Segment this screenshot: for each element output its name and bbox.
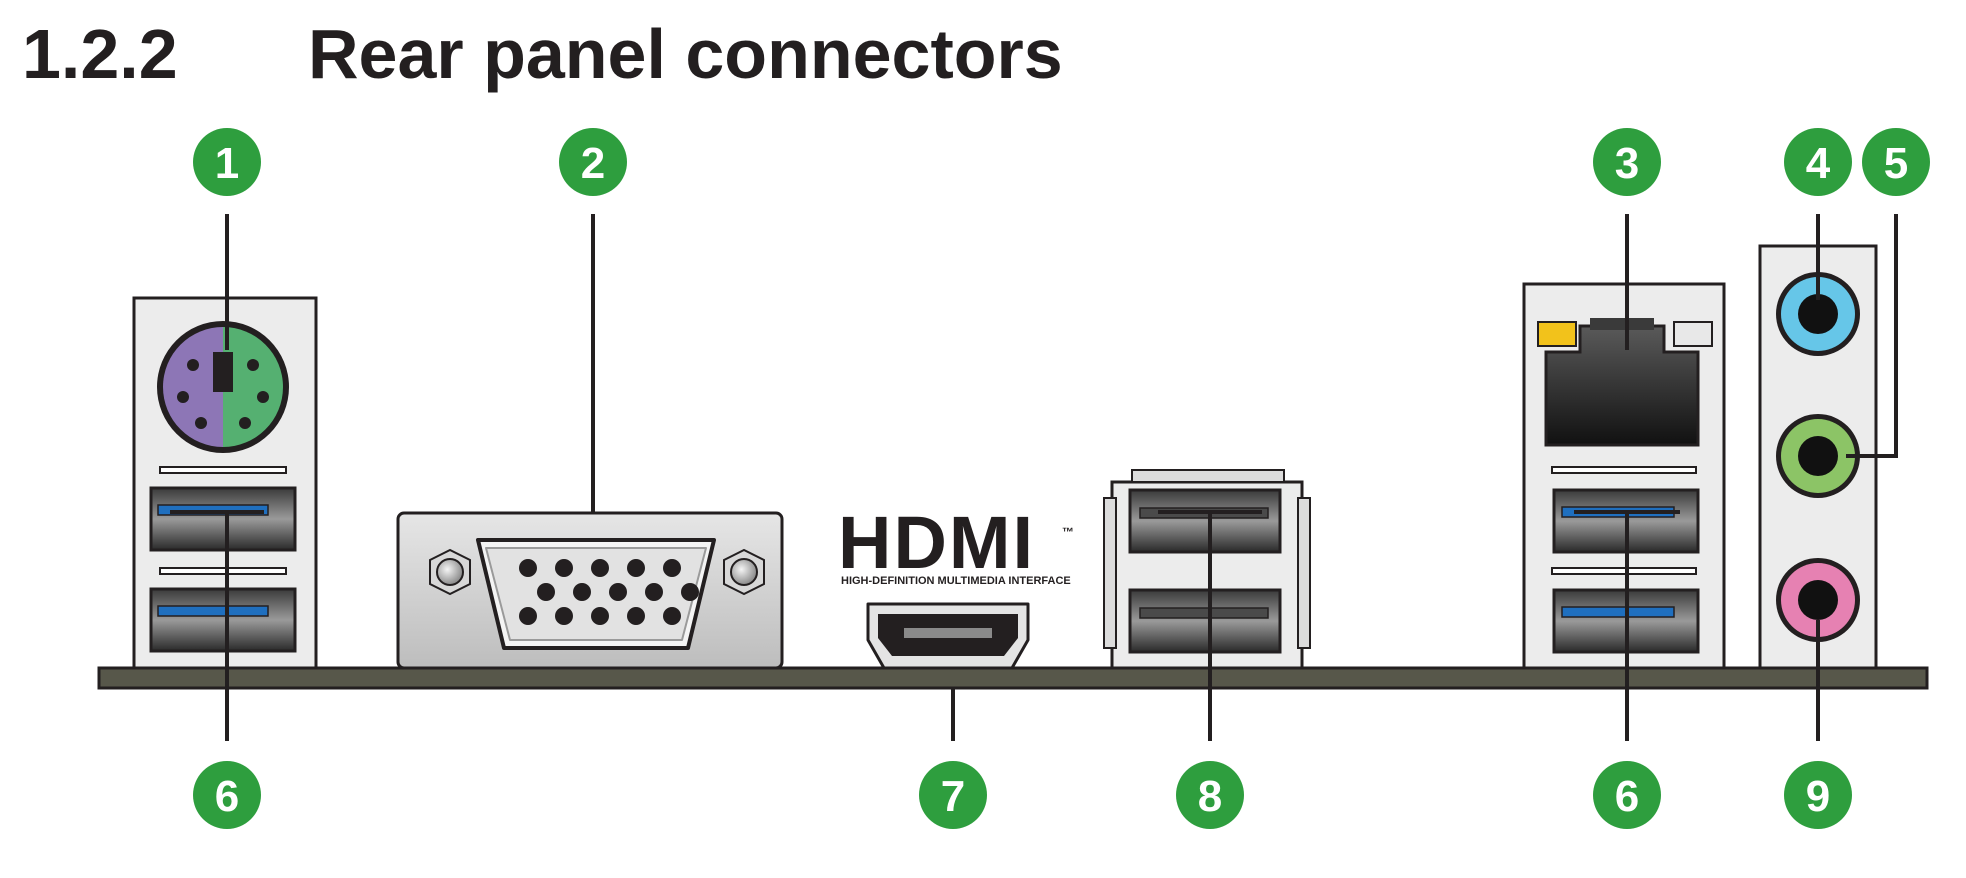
board-edge [97, 666, 1929, 690]
vga-pin [555, 559, 573, 577]
vga-pin [627, 559, 645, 577]
vga-pin [519, 607, 537, 625]
callout-6-right: 6 [1593, 761, 1661, 829]
callout-6-left-badge [193, 761, 261, 829]
callout-9: 9 [1784, 761, 1852, 829]
lan-led-activity [1537, 321, 1577, 347]
vga-pin [681, 583, 699, 601]
callout-1: 1 [193, 128, 261, 196]
callout-4-badge [1784, 128, 1852, 196]
vga-port[interactable] [396, 511, 784, 670]
callout-5-label: 5 [1884, 139, 1908, 188]
hdmi-logo-word: HDMI [838, 501, 1035, 584]
callout-2-badge [559, 128, 627, 196]
callout-7-label: 7 [941, 772, 965, 821]
callout-9-badge [1784, 761, 1852, 829]
usb3-port-left-bottom[interactable] [149, 587, 297, 653]
callout-2: 2 [559, 128, 627, 196]
callout-6-right-label: 6 [1615, 772, 1639, 821]
audio-mic-jack[interactable] [1776, 558, 1860, 642]
callout-4-label: 4 [1806, 139, 1831, 188]
usb2-port-bottom[interactable] [1128, 588, 1282, 654]
vga-pin [663, 607, 681, 625]
vga-pin [663, 559, 681, 577]
rj45-lan-port[interactable] [1544, 318, 1700, 447]
vga-pin [591, 607, 609, 625]
callout-1-badge [193, 128, 261, 196]
section-title: Rear panel connectors [308, 15, 1063, 93]
vga-pin [537, 583, 555, 601]
callout-8-badge [1176, 761, 1244, 829]
ps2-combo-port[interactable] [157, 321, 289, 453]
hdmi-logo: HDMI ™ HIGH-DEFINITION MULTIMEDIA INTERF… [838, 501, 1074, 587]
ps2-usb-stack [132, 296, 318, 670]
usb2-port-top[interactable] [1128, 488, 1282, 554]
callout-2-label: 2 [581, 139, 605, 188]
usb3-port-left-top[interactable] [149, 486, 297, 552]
vga-pin [609, 583, 627, 601]
vga-pin [519, 559, 537, 577]
callout-7-badge [919, 761, 987, 829]
callout-6-left: 6 [193, 761, 261, 829]
lan-usb-stack [1522, 282, 1726, 670]
audio-line-out-jack[interactable] [1776, 414, 1860, 498]
hdmi-logo-tm: ™ [1062, 525, 1074, 539]
callout-9-label: 9 [1806, 772, 1830, 821]
vga-pin [573, 583, 591, 601]
hdmi-logo-subtitle: HIGH-DEFINITION MULTIMEDIA INTERFACE [841, 575, 1071, 587]
callout-5-badge [1862, 128, 1930, 196]
callout-3-label: 3 [1615, 139, 1639, 188]
callout-6-left-label: 6 [215, 772, 239, 821]
callout-4: 4 [1784, 128, 1852, 196]
callout-6-right-badge [1593, 761, 1661, 829]
vga-pin [591, 559, 609, 577]
callout-3-badge [1593, 128, 1661, 196]
callout-8-label: 8 [1198, 772, 1222, 821]
leader-line-5 [1846, 214, 1898, 458]
vga-screw-right [723, 548, 765, 596]
usb2-stack [1103, 469, 1311, 670]
vga-pin [627, 607, 645, 625]
hdmi-port[interactable] [866, 602, 1030, 670]
callout-8: 8 [1176, 761, 1244, 829]
callout-1-label: 1 [215, 139, 239, 188]
callout-5: 5 [1862, 128, 1930, 196]
leader-lines [170, 214, 1898, 741]
vga-pin [555, 607, 573, 625]
audio-line-in-jack[interactable] [1776, 272, 1860, 356]
lan-led-speed [1673, 321, 1713, 347]
vga-pin [645, 583, 663, 601]
callout-3: 3 [1593, 128, 1661, 196]
section-number: 1.2.2 [22, 15, 178, 93]
vga-screw-left [429, 548, 471, 596]
callout-7: 7 [919, 761, 987, 829]
